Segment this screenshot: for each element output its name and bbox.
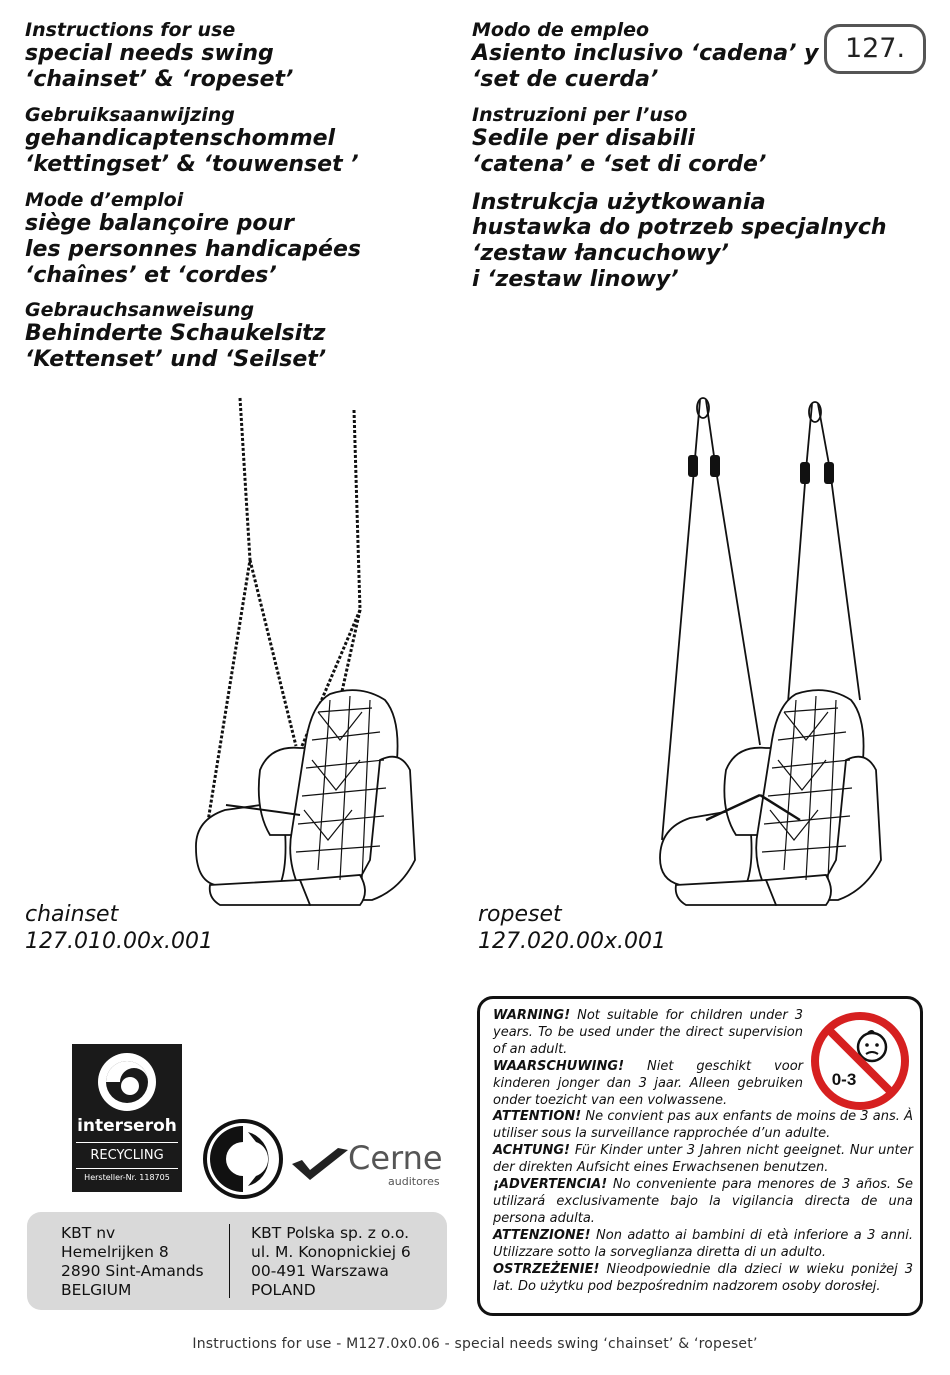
- warning-body: Nieodpowiednie dla dzieci w wieku poniże…: [493, 1261, 913, 1294]
- title-dutch-1: gehandicaptenschommel: [25, 126, 336, 151]
- cerne-logo: Cerne auditores: [290, 1140, 450, 1190]
- address-divider: [229, 1224, 230, 1298]
- label-english: Instructions for use: [25, 19, 236, 41]
- heading-german: Gebrauchsanweisung Behinderte Schaukelsi…: [25, 299, 326, 373]
- interseroh-name: interseroh: [77, 1116, 177, 1136]
- heading-dutch: Gebruiksaanwijzing gehandicaptenschommel…: [25, 104, 359, 178]
- interseroh-recycling: RECYCLING: [90, 1148, 164, 1163]
- interseroh-logo: interseroh RECYCLING Hersteller-Nr. 1187…: [72, 1044, 182, 1192]
- warning-french: ATTENTION! Ne convient pas aux enfants d…: [493, 1109, 913, 1143]
- title-german-2: ‘Kettenset’ und ‘Seilset’: [25, 347, 327, 372]
- ropeset-name: ropeset: [478, 902, 562, 927]
- address-box: KBT nv Hemelrijken 8 2890 Sint-Amands BE…: [27, 1212, 447, 1310]
- green-dot-icon: [203, 1119, 283, 1199]
- title-dutch-2: ‘kettingset’ & ‘touwenset ’: [25, 152, 359, 177]
- warning-spanish: ¡ADVERTENCIA! No conveniente para menore…: [493, 1177, 913, 1228]
- heading-english: Instructions for use special needs swing…: [25, 19, 293, 93]
- title-french-3: ‘chaînes’ et ‘cordes’: [25, 263, 277, 288]
- warning-label: ATTENZIONE!: [493, 1227, 591, 1243]
- warning-dutch: WAARSCHUWING! Niet geschikt voor kindere…: [493, 1059, 913, 1110]
- chainset-name: chainset: [25, 902, 119, 927]
- ropeset-caption: ropeset 127.020.00x.001: [478, 901, 666, 955]
- title-polish-4: i ‘zestaw linowy’: [472, 267, 679, 292]
- address-line: KBT Polska sp. z o.o.: [251, 1224, 410, 1242]
- heading-polish: Instrukcja użytkowania hustawka do potrz…: [472, 189, 887, 293]
- address-belgium: KBT nv Hemelrijken 8 2890 Sint-Amands BE…: [61, 1224, 204, 1300]
- warning-body: Für Kinder unter 3 Jahren nicht geeignet…: [493, 1143, 913, 1176]
- label-spanish: Modo de empleo: [472, 19, 650, 41]
- title-english-1: special needs swing: [25, 41, 274, 66]
- cerne-check-icon: [292, 1148, 348, 1180]
- chainset-caption: chainset 127.010.00x.001: [25, 901, 213, 955]
- interseroh-manufacturer: Hersteller-Nr. 118705: [84, 1173, 170, 1182]
- title-german-1: Behinderte Schaukelsitz: [25, 321, 326, 346]
- title-polish-3: ‘zestaw łancuchowy’: [472, 241, 729, 266]
- warning-body: Non adatto ai bambini di età inferiore a…: [493, 1227, 913, 1260]
- product-number-badge: 127.: [824, 24, 926, 74]
- label-french: Mode d’emploi: [25, 189, 184, 211]
- title-english-2: ‘chainset’ & ‘ropeset’: [25, 67, 294, 92]
- heading-italian: Instruzioni per l’uso Sedile per disabil…: [472, 104, 766, 178]
- not-for-under-3-icon: 0-3: [811, 1012, 909, 1110]
- title-french-2: les personnes handicapées: [25, 237, 361, 262]
- warning-label: ATTENTION!: [493, 1109, 582, 1125]
- cerne-sub: auditores: [388, 1175, 440, 1188]
- cerne-name: Cerne: [348, 1139, 443, 1177]
- address-poland: KBT Polska sp. z o.o. ul. M. Konopnickie…: [251, 1224, 411, 1300]
- title-spanish-1: Asiento inclusivo ‘cadena’ y: [472, 41, 819, 66]
- heading-french: Mode d’emploi siège balançoire pour les …: [25, 189, 361, 289]
- interseroh-swirl-icon: [98, 1053, 156, 1111]
- address-line: Hemelrijken 8: [61, 1243, 169, 1261]
- address-line: POLAND: [251, 1281, 316, 1299]
- warning-body: Ne convient pas aux enfants de moins de …: [493, 1109, 913, 1142]
- address-line: ul. M. Konopnickiej 6: [251, 1243, 411, 1261]
- warning-text: WARNING! Not suitable for children under…: [493, 1008, 913, 1295]
- ropeset-code: 127.020.00x.001: [478, 929, 666, 954]
- warning-body: No conveniente para menores de 3 años. S…: [493, 1177, 913, 1226]
- warning-body: Not suitable for children under 3 years.…: [493, 1008, 803, 1057]
- title-polish-1: Instrukcja użytkowania: [472, 189, 766, 215]
- label-italian: Instruzioni per l’uso: [472, 104, 688, 126]
- warning-english: WARNING! Not suitable for children under…: [493, 1008, 913, 1059]
- warning-label: WARNING!: [493, 1008, 571, 1023]
- address-line: 2890 Sint-Amands: [61, 1262, 204, 1280]
- address-line: KBT nv: [61, 1224, 116, 1242]
- title-spanish-2: ‘set de cuerda’: [472, 67, 659, 92]
- label-dutch: Gebruiksaanwijzing: [25, 104, 235, 126]
- address-line: BELGIUM: [61, 1281, 132, 1299]
- warning-italian: ATTENZIONE! Non adatto ai bambini di età…: [493, 1228, 913, 1262]
- warning-body: Niet geschikt voor kinderen jonger dan 3…: [493, 1058, 803, 1108]
- warning-label: WAARSCHUWING!: [493, 1058, 625, 1074]
- age-sign-text: 0-3: [832, 1070, 857, 1089]
- label-german: Gebrauchsanweisung: [25, 299, 255, 321]
- title-italian-2: ‘catena’ e ‘set di corde’: [472, 152, 767, 177]
- title-polish-2: hustawka do potrzeb specjalnych: [472, 215, 887, 240]
- address-line: 00-491 Warszawa: [251, 1262, 389, 1280]
- warning-label: ¡ADVERTENCIA!: [493, 1177, 608, 1193]
- warning-german: ACHTUNG! Für Kinder unter 3 Jahren nicht…: [493, 1143, 913, 1177]
- heading-spanish: Modo de empleo Asiento inclusivo ‘cadena…: [472, 19, 819, 93]
- page-footer: Instructions for use - M127.0x0.06 - spe…: [192, 1336, 758, 1352]
- warning-label: ACHTUNG!: [493, 1143, 570, 1159]
- warning-label: OSTRZEŻENIE!: [493, 1261, 600, 1277]
- title-french-1: siège balançoire pour: [25, 211, 295, 236]
- warning-polish: OSTRZEŻENIE! Nieodpowiednie dla dzieci w…: [493, 1262, 913, 1296]
- chainset-code: 127.010.00x.001: [25, 929, 213, 954]
- title-italian-1: Sedile per disabili: [472, 126, 695, 151]
- warning-box: 0-3 WARNING! Not suitable for children u…: [477, 996, 923, 1316]
